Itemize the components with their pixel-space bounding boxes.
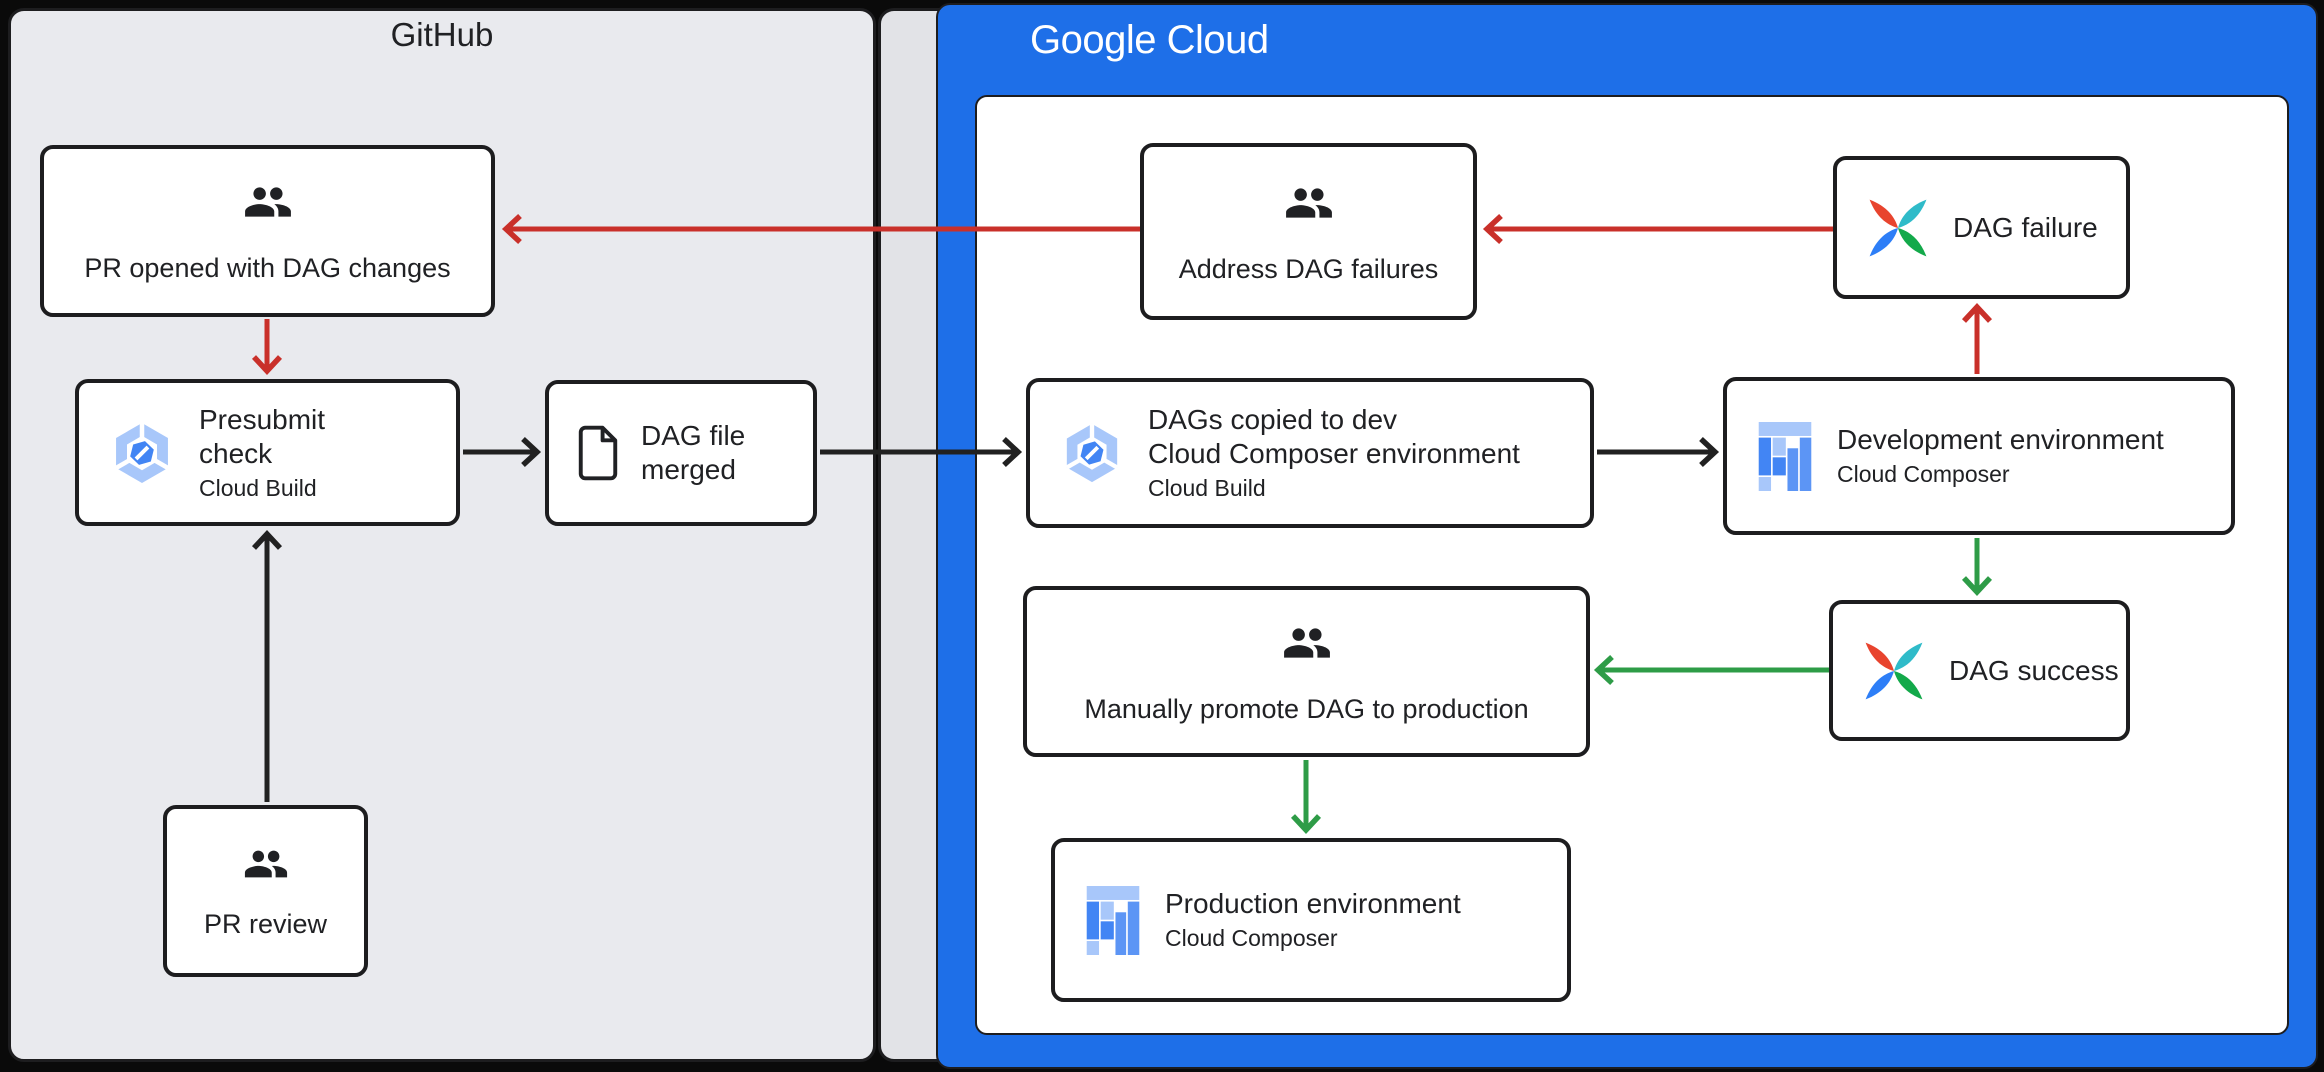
node-presubmit-check: Presubmit check Cloud Build <box>75 379 460 526</box>
node-label: PR opened with DAG changes <box>84 253 451 283</box>
airflow-icon <box>1867 197 1929 259</box>
node-label: PR review <box>203 909 328 939</box>
cloud-build-icon <box>1060 421 1124 485</box>
node-label: DAG success <box>1949 654 2119 686</box>
node-manually-promote: Manually promote DAG to production <box>1023 586 1590 757</box>
node-label: Address DAG failures <box>1178 253 1439 284</box>
airflow-icon <box>1863 640 1925 702</box>
node-label-line2: Cloud Composer environment <box>1148 438 1520 469</box>
cloud-build-icon <box>109 420 175 486</box>
node-sublabel: Cloud Composer <box>1837 461 2010 487</box>
node-sublabel: Cloud Build <box>199 474 317 501</box>
node-label: DAG failure <box>1953 211 2098 243</box>
node-text: Development environment Cloud Composer <box>1837 423 2164 489</box>
node-label-line1: DAG file <box>641 420 746 451</box>
people-icon <box>243 841 289 887</box>
people-icon <box>1282 618 1332 668</box>
node-label: Development environment <box>1837 424 2164 455</box>
people-icon <box>1284 178 1334 228</box>
node-sublabel: Cloud Composer <box>1165 925 1338 951</box>
node-production-environment: Production environment Cloud Composer <box>1051 838 1571 1002</box>
node-address-dag-failures: Address DAG failures <box>1140 143 1477 320</box>
node-sublabel: Cloud Build <box>1148 475 1266 501</box>
node-pr-opened: PR opened with DAG changes <box>40 145 495 317</box>
node-dags-copied: DAGs copied to dev Cloud Composer enviro… <box>1026 378 1594 528</box>
cloud-composer-icon <box>1085 886 1141 955</box>
node-text: DAG file merged <box>641 419 745 487</box>
google-cloud-logo: Google Cloud <box>1030 18 1269 62</box>
node-text: Production environment Cloud Composer <box>1165 887 1461 953</box>
node-label-line2: check <box>199 437 273 469</box>
file-icon <box>575 424 621 482</box>
node-text: Presubmit check Cloud Build <box>199 403 325 503</box>
node-label-line1: Presubmit <box>199 403 326 435</box>
people-icon <box>243 177 293 227</box>
node-text: DAGs copied to dev Cloud Composer enviro… <box>1148 403 1520 503</box>
node-label-line1: DAGs copied to dev <box>1148 404 1398 435</box>
node-development-environment: Development environment Cloud Composer <box>1723 377 2235 535</box>
node-label: Production environment <box>1165 888 1461 919</box>
node-dag-failure: DAG failure <box>1833 156 2130 299</box>
github-section-title: GitHub <box>390 16 494 53</box>
node-label-line2: merged <box>641 454 736 485</box>
node-dag-file-merged: DAG file merged <box>545 380 817 526</box>
node-pr-review: PR review <box>163 805 368 977</box>
node-dag-success: DAG success <box>1829 600 2130 741</box>
cloud-composer-icon <box>1757 422 1813 491</box>
node-label: Manually promote DAG to production <box>1084 693 1529 724</box>
